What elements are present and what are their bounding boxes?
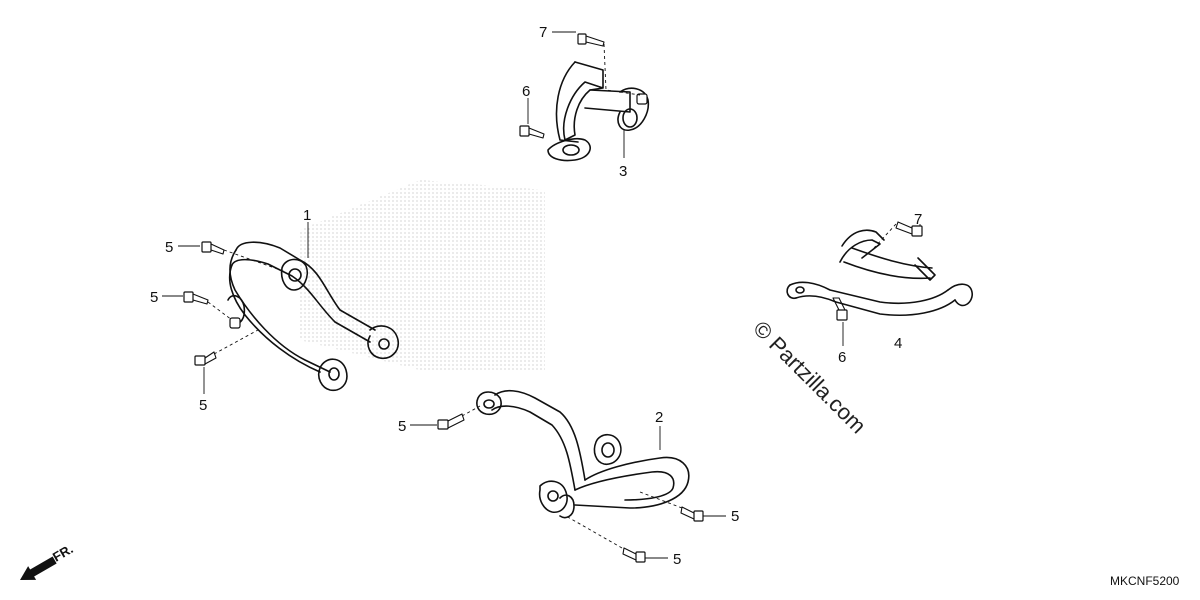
diagram-code: MKCNF5200	[1110, 574, 1180, 588]
callout-1: 1	[303, 207, 311, 224]
callout-5-c: 5	[199, 397, 207, 414]
callout-2: 2	[655, 409, 663, 426]
bolt-6-top[interactable]	[519, 125, 545, 139]
callouts: 7 6 3 1 5 5 5 5 2 5 5 7 6 4	[150, 24, 922, 568]
part-1-guard[interactable]	[227, 241, 400, 392]
callout-6-top: 6	[522, 83, 530, 100]
watermark: © Partzilla.com	[748, 316, 871, 439]
bolt-5-c[interactable]	[194, 351, 217, 366]
bolt-7-top[interactable]	[577, 33, 605, 47]
bolt-5-d[interactable]	[437, 413, 465, 430]
callout-5-a: 5	[165, 239, 173, 256]
front-arrow-icon	[20, 556, 57, 580]
background-stipple	[300, 180, 545, 370]
front-direction-indicator: FR.	[20, 541, 76, 580]
callout-6-right: 6	[838, 349, 846, 366]
callout-5-d: 5	[398, 418, 406, 435]
leader-lines	[162, 31, 921, 559]
part-2-guard[interactable]	[476, 389, 690, 519]
bolt-5-f[interactable]	[622, 547, 646, 563]
part-4-bracket[interactable]	[786, 229, 973, 317]
part-3-bracket[interactable]	[547, 61, 650, 162]
callout-5-e: 5	[731, 508, 739, 525]
bolt-6-right[interactable]	[832, 297, 848, 321]
bolt-5-e[interactable]	[680, 506, 704, 522]
bolt-7-right[interactable]	[895, 221, 923, 237]
callout-7-top: 7	[539, 24, 547, 41]
bolt-5-a[interactable]	[201, 241, 225, 255]
bolt-5-b[interactable]	[183, 291, 209, 305]
callout-5-b: 5	[150, 289, 158, 306]
callout-7-right: 7	[914, 211, 922, 228]
callout-5-f: 5	[673, 551, 681, 568]
callout-4: 4	[894, 335, 902, 352]
callout-3: 3	[619, 163, 627, 180]
